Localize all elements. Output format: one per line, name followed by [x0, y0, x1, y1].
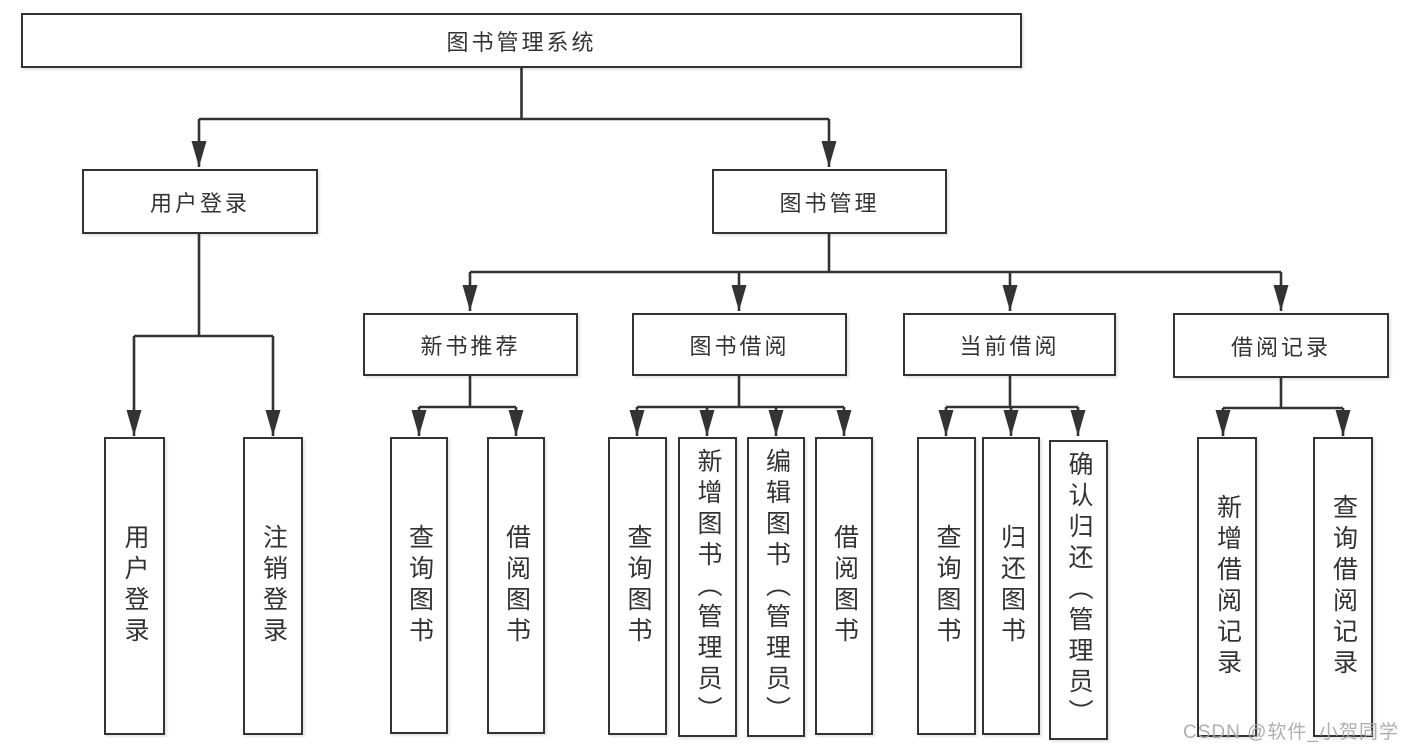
leaf-confirm-return-admin: 确认归还（管理员）: [1049, 440, 1108, 740]
node-book-borrowing: 图书借阅: [632, 313, 847, 376]
node-new-book-recommendation: 新书推荐: [363, 313, 578, 376]
tree-connectors: [126, 66, 1351, 436]
leaf-query-books-borrowing: 查询图书: [608, 437, 667, 735]
node-current-borrowing: 当前借阅: [903, 313, 1116, 376]
leaf-user-login: 用户登录: [104, 437, 165, 735]
node-book-management: 图书管理: [712, 169, 947, 234]
node-user-login-branch: 用户登录: [82, 169, 318, 234]
csdn-watermark: CSDN @软件_小贺同学: [1183, 722, 1399, 743]
leaf-add-borrow-record: 新增借阅记录: [1197, 437, 1257, 737]
leaf-add-books-admin: 新增图书（管理员）: [678, 437, 737, 737]
leaf-edit-books-admin: 编辑图书（管理员）: [747, 437, 805, 737]
leaf-query-borrow-record: 查询借阅记录: [1313, 437, 1373, 737]
leaf-borrow-books-recommend: 借阅图书: [487, 437, 545, 734]
leaf-query-books-current: 查询图书: [917, 437, 976, 735]
node-library-system: 图书管理系统: [21, 13, 1022, 68]
leaf-borrow-books-borrowing: 借阅图书: [815, 437, 873, 735]
leaf-query-books-recommend: 查询图书: [390, 437, 448, 734]
leaf-return-books: 归还图书: [982, 437, 1040, 735]
leaf-logout: 注销登录: [243, 437, 303, 735]
node-borrowing-records: 借阅记录: [1173, 313, 1389, 378]
